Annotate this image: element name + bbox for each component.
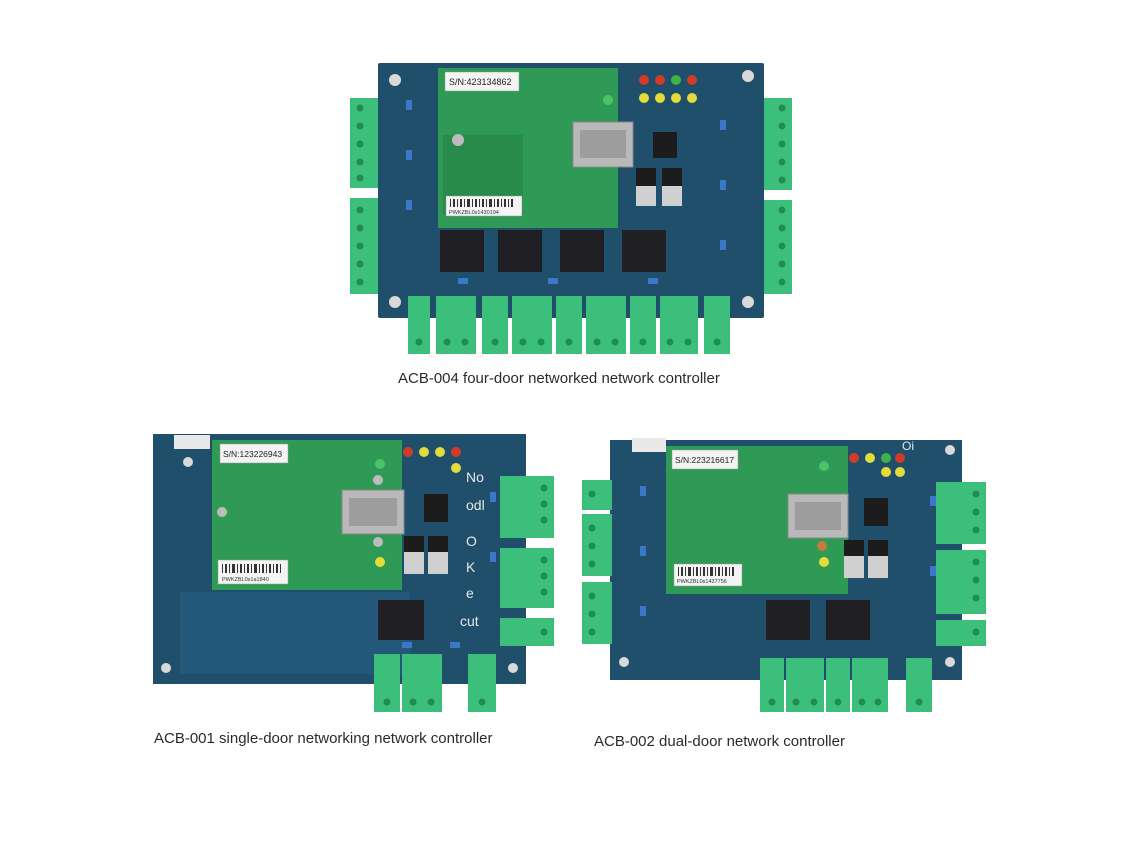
acb-001-silk-6: cut [460, 613, 479, 629]
acb-001-barcode-text: PWKZBL0s1a1840 [222, 577, 269, 583]
acb-004-relays [440, 230, 666, 272]
acb-004-caption: ACB-004 four-door networked network cont… [398, 370, 720, 387]
acb-001-caption: ACB-001 single-door networking network c… [154, 730, 493, 747]
acb-004-barcode-text: PWKZBL0s1430194 [449, 210, 499, 216]
acb-002-relays [766, 600, 870, 640]
acb-002-serial-sticker [671, 449, 739, 470]
acb-001-silk-3: O [466, 533, 477, 549]
acb-002-left-terminals [582, 480, 612, 644]
acb-002-caption: ACB-002 dual-door network controller [594, 733, 845, 750]
acb-001-silk-2: odl [466, 497, 485, 513]
acb-001-board-image: S/N:123226943 PWKZBL0s1a1840 No odl O K … [153, 434, 554, 712]
acb-001-silk-4: K [466, 559, 476, 575]
acb-001-serial-label: S/N:123226943 [223, 449, 282, 459]
acb-004-status-leds [639, 75, 697, 103]
acb-002-silk-1: Oi [902, 439, 914, 453]
acb-002-serial-label: S/N:223216617 [675, 455, 734, 465]
acb-001-bottom-terminals [374, 654, 496, 712]
acb-004-serial-sticker [444, 71, 520, 92]
acb-004-left-terminals [350, 98, 378, 294]
acb-002-status-leds [819, 453, 905, 567]
acb-001-silk-1: No [466, 469, 484, 485]
acb-002-board-image: S/N:223216617 PWKZBL0s1437756 Oi [582, 438, 986, 712]
acb-001-silk-5: e [466, 585, 474, 601]
acb-002-barcode-text: PWKZBL0s1437756 [677, 579, 727, 585]
acb-002-bottom-terminals [760, 658, 932, 712]
acb-004-board-image: S/N:423134862 PWKZBL0s1430194 [350, 63, 792, 354]
acb-004-serial-label: S/N:423134862 [449, 77, 512, 87]
acb-004-bottom-terminals [408, 296, 730, 354]
acb-004-right-terminals [764, 98, 792, 294]
acb-001-status-leds [375, 447, 461, 567]
acb-001-relay [378, 600, 424, 640]
acb-001-serial-sticker [219, 443, 289, 464]
